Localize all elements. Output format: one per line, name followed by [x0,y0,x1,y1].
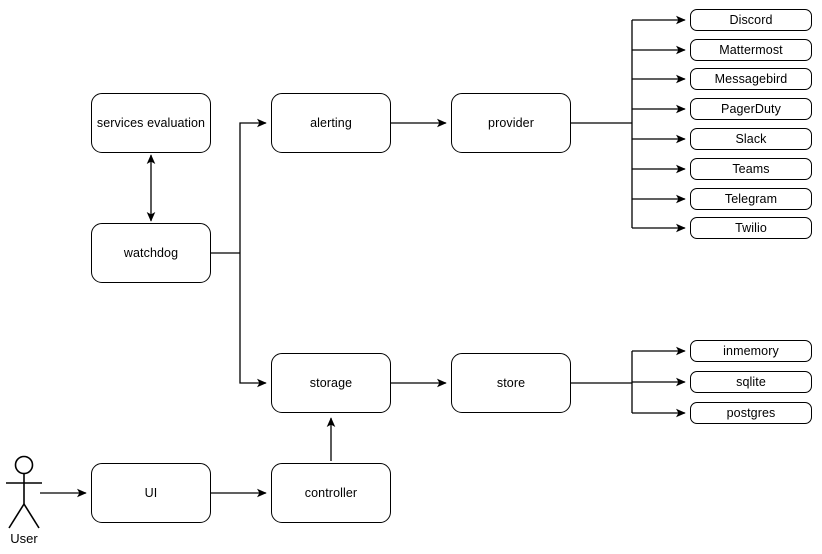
node-label: controller [304,485,358,500]
node-watchdog[interactable]: watchdog [91,223,211,283]
node-controller[interactable]: controller [271,463,391,523]
node-label: Mattermost [719,42,783,57]
node-provider-discord[interactable]: Discord [690,9,812,31]
node-label: PagerDuty [721,101,781,116]
node-label: watchdog [123,245,179,260]
node-ui[interactable]: UI [91,463,211,523]
node-label: Messagebird [714,71,788,86]
node-provider-telegram[interactable]: Telegram [690,188,812,210]
node-provider-twilio[interactable]: Twilio [690,217,812,239]
node-label: Slack [735,131,767,146]
node-label: Discord [729,12,773,27]
node-store-inmemory[interactable]: inmemory [690,340,812,362]
edge-watchdog-storage [239,253,267,388]
node-label: services evaluation [96,115,206,130]
user-actor-label: User [10,531,38,546]
node-label: postgres [726,405,776,420]
node-label: Teams [732,161,770,176]
node-services-evaluation[interactable]: services evaluation [91,93,211,153]
node-label: provider [488,115,534,130]
node-alerting[interactable]: alerting [271,93,391,153]
node-provider-teams[interactable]: Teams [690,158,812,180]
node-label: sqlite [736,374,766,389]
actor-left-leg-icon [8,503,25,529]
node-label: store [496,375,526,390]
node-label: alerting [310,115,352,130]
node-store-sqlite[interactable]: sqlite [690,371,812,393]
node-store[interactable]: store [451,353,571,413]
node-label: Telegram [724,191,778,206]
node-label: storage [309,375,353,390]
node-provider-pagerduty[interactable]: PagerDuty [690,98,812,120]
node-provider-messagebird[interactable]: Messagebird [690,68,812,90]
edge-watchdog-alerting [239,118,267,253]
user-actor-figure [6,455,42,529]
node-label: UI [144,485,158,500]
node-provider-mattermost[interactable]: Mattermost [690,39,812,61]
node-store-postgres[interactable]: postgres [690,402,812,424]
node-label: inmemory [723,343,779,358]
node-provider-slack[interactable]: Slack [690,128,812,150]
actor-head-icon [14,455,34,475]
node-storage[interactable]: storage [271,353,391,413]
actor-right-leg-icon [23,503,40,529]
node-label: Twilio [735,220,767,235]
node-provider[interactable]: provider [451,93,571,153]
